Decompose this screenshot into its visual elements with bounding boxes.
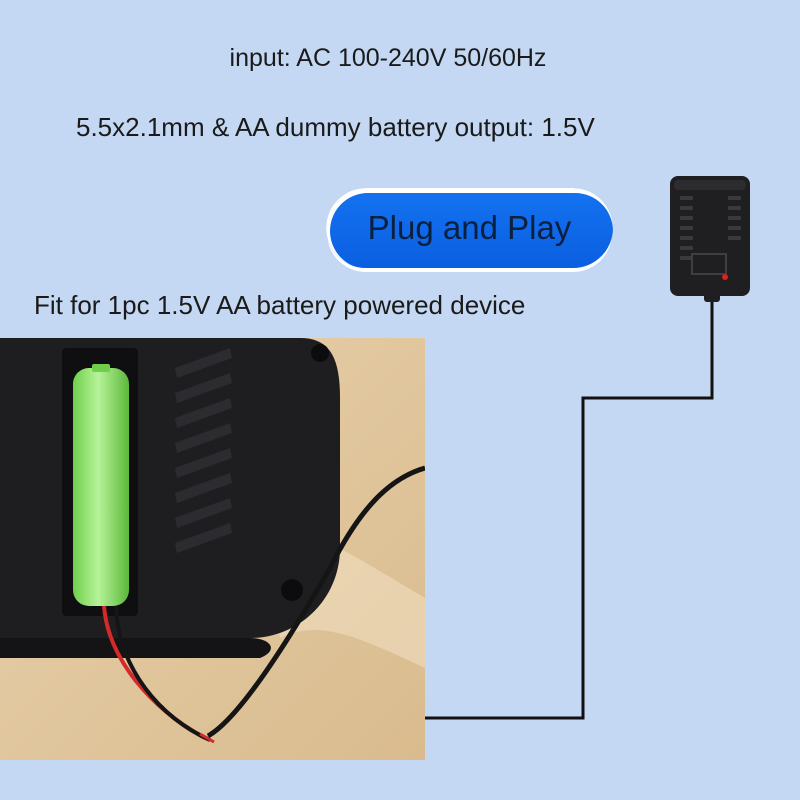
wall-adapter: [670, 176, 750, 302]
plug-and-play-badge: Plug and Play: [326, 188, 613, 268]
output-spec-text: 5.5x2.1mm & AA dummy battery output: 1.5…: [76, 112, 595, 142]
device-vent: [175, 348, 232, 553]
fit-note-text: Fit for 1pc 1.5V AA battery powered devi…: [34, 290, 526, 320]
led-indicator: [722, 274, 728, 280]
input-spec-text: input: AC 100-240V 50/60Hz: [229, 44, 547, 72]
dummy-aa-battery: [73, 364, 129, 606]
badge-label: Plug and Play: [367, 209, 572, 246]
device-photo: [0, 338, 425, 760]
